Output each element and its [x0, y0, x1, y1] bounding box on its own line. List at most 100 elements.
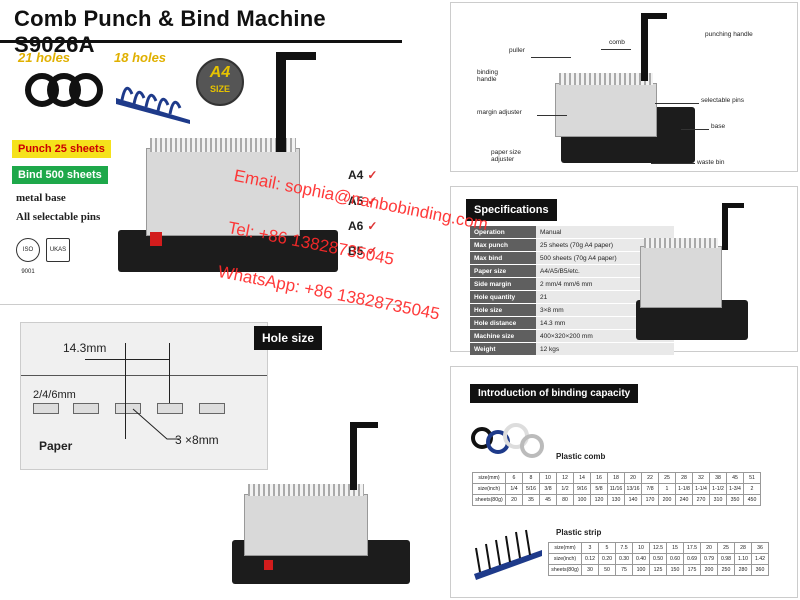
spec-machine-body — [640, 246, 722, 308]
paper-diagram: 14.3mm 2/4/6mm Paper 3 ×8mm — [20, 322, 268, 470]
table-cell: 140 — [624, 494, 642, 506]
iso-logo: ISO 9001 — [16, 238, 40, 275]
table-cell: 0.98 — [717, 553, 735, 565]
table-cell: 270 — [692, 494, 710, 506]
table-cell: 0.50 — [649, 553, 667, 565]
spec-key: Weight — [470, 342, 536, 356]
size-b5-label: B5 — [348, 244, 364, 258]
table-cell: 1.42 — [751, 553, 769, 565]
plastic-comb-image — [471, 423, 544, 458]
table-cell: 310 — [709, 494, 727, 506]
bottom-machine-red-knob — [264, 560, 273, 570]
table-cell: 75 — [615, 564, 633, 576]
table-cell: 9/16 — [573, 483, 591, 495]
table-cell: 5 — [598, 542, 616, 554]
table-cell: 3 — [581, 542, 599, 554]
table-cell: 10 — [539, 472, 557, 484]
size-b5: B5✓ — [348, 244, 377, 258]
table-cell: 150 — [666, 564, 684, 576]
table-cell: 51 — [743, 472, 761, 484]
metal-base-text: metal base — [16, 192, 66, 204]
table-cell: 0.60 — [666, 553, 684, 565]
machine-handle-top — [276, 52, 316, 60]
label-margin-adjuster: margin adjuster — [477, 109, 522, 116]
table-cell: 170 — [641, 494, 659, 506]
machine-pins — [150, 138, 296, 152]
leader-line-icon — [132, 408, 179, 440]
table-cell: 10 — [632, 542, 650, 554]
spec-value: 500 sheets (70g A4 paper) — [536, 251, 674, 265]
specs-title: Specifications — [466, 199, 557, 221]
table-cell: 120 — [590, 494, 608, 506]
a4-size-badge: A4 SIZE — [196, 58, 244, 106]
table-cell: 240 — [675, 494, 693, 506]
table-cell: 450 — [743, 494, 761, 506]
check-icon: ✓ — [367, 194, 378, 208]
table-cell: 28 — [734, 542, 752, 554]
size-a4: A4✓ — [348, 168, 377, 182]
label-base: base — [711, 123, 726, 130]
row-label: size(mm) — [472, 472, 506, 484]
leader-selectable — [655, 103, 699, 104]
table-cell: 175 — [683, 564, 701, 576]
table-cell: 22 — [641, 472, 659, 484]
label-paper-size-adjuster: paper size adjuster — [491, 149, 521, 163]
hole-slot — [33, 403, 59, 414]
hole-dimension-label: 3 ×8mm — [175, 433, 219, 447]
title-underline — [0, 40, 402, 43]
spec-key: Hole size — [470, 303, 536, 317]
size-a5-label: A5 — [348, 194, 364, 208]
table-cell: 38 — [709, 472, 727, 484]
row-label: size(inch) — [472, 483, 506, 495]
table-cell: 28 — [675, 472, 693, 484]
machine-handle — [276, 56, 286, 152]
table-cell: 1-1/8 — [675, 483, 693, 495]
table-cell: 0.12 — [581, 553, 599, 565]
table-cell: 20 — [505, 494, 523, 506]
table-cell: 35 — [522, 494, 540, 506]
table-cell: 3/8 — [539, 483, 557, 495]
spec-key: Hole quantity — [470, 290, 536, 304]
table-cell: 0.79 — [700, 553, 718, 565]
table-cell: 50 — [598, 564, 616, 576]
leader-base — [681, 129, 709, 130]
table-cell: 5/8 — [590, 483, 608, 495]
spec-value: 2 mm/4 mm/6 mm — [536, 277, 674, 291]
row-label: size(mm) — [548, 542, 582, 554]
table-cell: 20 — [700, 542, 718, 554]
table-cell: 45 — [726, 472, 744, 484]
table-cell: 11/16 — [607, 483, 625, 495]
leader-puller — [531, 57, 571, 58]
spec-value: 25 sheets (70g A4 paper) — [536, 238, 674, 252]
table-cell: 100 — [632, 564, 650, 576]
spec-key: Max punch — [470, 238, 536, 252]
spec-key: Side margin — [470, 277, 536, 291]
label-puller: puller — [509, 47, 525, 54]
table-cell: 280 — [734, 564, 752, 576]
table-cell: 360 — [751, 564, 769, 576]
spec-value: 12 kgs — [536, 342, 674, 356]
ukas-logo: UKAS — [46, 238, 70, 262]
leader-margin — [537, 115, 567, 116]
table-cell: 16 — [590, 472, 608, 484]
table-cell: 8 — [522, 472, 540, 484]
distance-label: 14.3mm — [63, 341, 107, 355]
table-cell: 25 — [658, 472, 676, 484]
bottom-machine-pins — [248, 484, 364, 496]
hole-slot — [73, 403, 99, 414]
capacity-title: Introduction of binding capacity — [470, 384, 639, 403]
table-cell: 20 — [624, 472, 642, 484]
table-cell: 15 — [666, 542, 684, 554]
spec-key: Operation — [470, 226, 536, 239]
table-cell: 200 — [658, 494, 676, 506]
